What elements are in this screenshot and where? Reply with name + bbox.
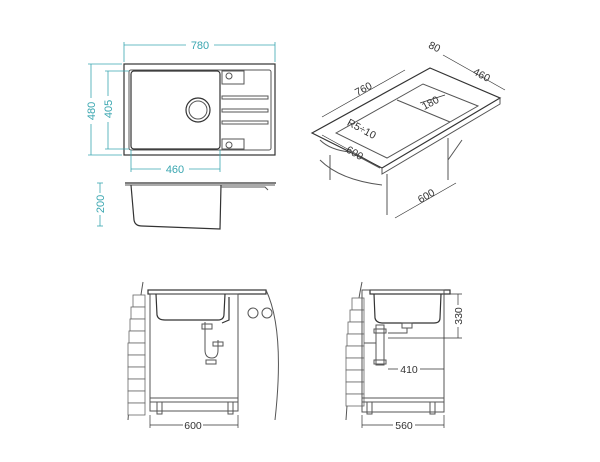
bowl-depth-label: 405	[103, 100, 115, 118]
iso-radius-label: R5÷10	[345, 117, 378, 142]
top-view-dimensions: 780 480 405 460	[84, 39, 276, 176]
iso-bowl-label: 180	[420, 94, 441, 113]
iso-depth-label: 460	[471, 66, 492, 85]
top-width-label: 780	[191, 40, 209, 52]
iso-length-label: 760	[353, 80, 374, 99]
side-install-view: 410 330 560	[345, 281, 465, 432]
iso-cabinet-label: 600	[416, 187, 437, 206]
iso-dimensions: 760 80 460 180 R5÷10 600 600	[321, 39, 506, 219]
front-install-view: 600	[127, 281, 279, 432]
top-depth-label: 480	[86, 102, 98, 120]
height-label: 200	[95, 195, 107, 213]
brick-wall-left	[127, 294, 146, 416]
iso-front-label: 600	[344, 144, 365, 163]
iso-offset-label: 80	[426, 39, 442, 55]
side-depth-label: 330	[453, 307, 465, 325]
front-cabinet-width-label: 600	[184, 420, 202, 432]
brick-wall-right	[345, 297, 365, 407]
drain-offset-label: 410	[400, 364, 418, 376]
side-cabinet-width-label: 560	[395, 420, 413, 432]
top-view	[123, 63, 276, 156]
bowl-width-label: 460	[166, 164, 184, 176]
side-profile: 200	[93, 182, 276, 230]
isometric-view	[310, 67, 502, 215]
